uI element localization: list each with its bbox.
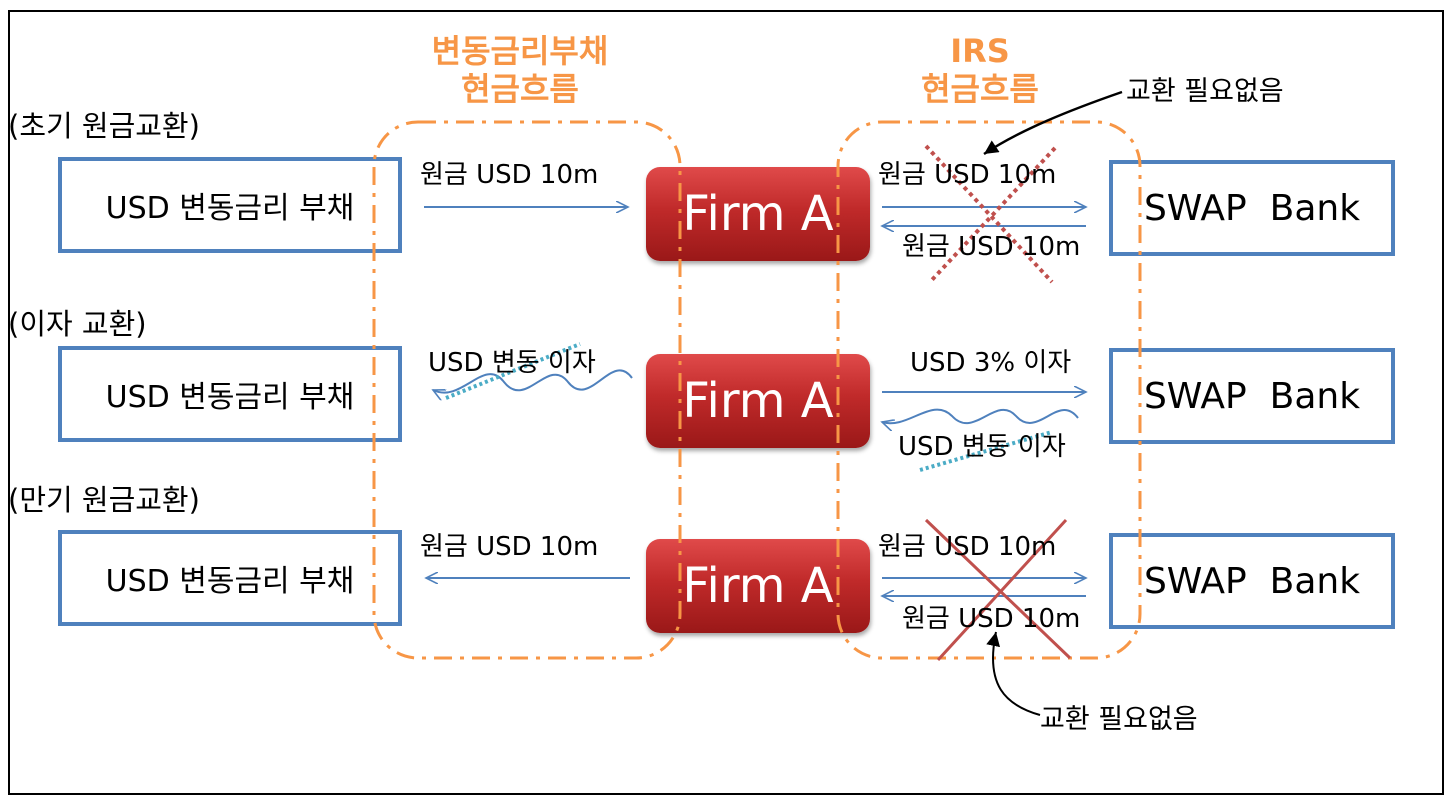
liability-header-line1: 변동금리부채 [431, 32, 609, 70]
firm-label: Firm A [682, 558, 834, 614]
firm-box-maturity: Firm A [646, 539, 870, 633]
liability-label: USD 변동금리 부채 [105, 564, 355, 599]
flow-label-principal-to-liability: 원금 USD 10m [420, 532, 599, 562]
floating-rate-dotted-line-right [919, 430, 1053, 472]
liability-box-interest: USD 변동금리 부채 [58, 346, 402, 442]
firm-box-initial: Firm A [646, 167, 870, 261]
cross-line-initial-b [928, 146, 1057, 284]
firm-box-interest: Firm A [646, 354, 870, 448]
flow-label-principal-to-bank-maturity: 원금 USD 10m [878, 532, 1057, 562]
no-exchange-note-top: 교환 필요없음 [1126, 76, 1284, 107]
flow-label-principal-to-bank: 원금 USD 10m [878, 160, 1057, 190]
liability-header-line2: 현금흐름 [461, 70, 579, 109]
flow-label-principal-to-firm: 원금 USD 10m [420, 160, 599, 190]
liability-label: USD 변동금리 부채 [105, 191, 355, 226]
liability-box-initial: USD 변동금리 부채 [58, 157, 402, 253]
flow-label-principal-from-bank: 원금 USD 10m [902, 232, 1081, 262]
liability-label: USD 변동금리 부채 [105, 380, 355, 415]
irs-header-line1: IRS [950, 32, 1010, 70]
cross-line-maturity-b [936, 518, 1068, 662]
irs-cashflow-header: IRS 현금흐름 [880, 32, 1080, 109]
flow-label-floating-interest-left: USD 변동 이자 [428, 348, 596, 378]
flow-label-floating-interest-right: USD 변동 이자 [898, 432, 1066, 462]
liability-box-maturity: USD 변동금리 부채 [58, 530, 402, 626]
arrow-floating-interest-to-liability [433, 369, 633, 392]
flow-label-principal-from-bank-maturity: 원금 USD 10m [902, 604, 1081, 634]
swap-bank-label: SWAP Bank [1143, 187, 1361, 229]
floating-rate-dotted-line-left [445, 342, 581, 400]
irs-cashflow-group [836, 120, 1142, 660]
liability-cashflow-header: 변동금리부채 현금흐름 [395, 32, 645, 109]
liability-cashflow-group [372, 120, 682, 660]
row-title-maturity-exchange: (만기 원금교환) [8, 483, 200, 517]
row-title-interest-exchange: (이자 교환) [8, 307, 147, 341]
callout-arrow-top [983, 90, 1123, 156]
flow-label-fixed-interest: USD 3% 이자 [910, 348, 1072, 378]
firm-label: Firm A [682, 373, 834, 429]
swap-bank-box-interest: SWAP Bank [1109, 348, 1395, 444]
cross-line-maturity-a [924, 518, 1072, 660]
arrow-floating-interest-to-firm [882, 408, 1079, 424]
swap-bank-label: SWAP Bank [1143, 375, 1361, 417]
no-exchange-note-bottom: 교환 필요없음 [1040, 704, 1198, 735]
swap-bank-box-maturity: SWAP Bank [1109, 533, 1395, 629]
swap-bank-label: SWAP Bank [1143, 560, 1361, 602]
swap-bank-box-initial: SWAP Bank [1109, 160, 1395, 256]
cross-line-initial-a [924, 144, 1054, 284]
firm-label: Firm A [682, 186, 834, 242]
diagram-frame [8, 10, 1444, 795]
row-title-initial-exchange: (초기 원금교환) [8, 109, 200, 143]
callout-arrow-bottom [986, 631, 1041, 716]
irs-header-line2: 현금흐름 [921, 70, 1039, 109]
